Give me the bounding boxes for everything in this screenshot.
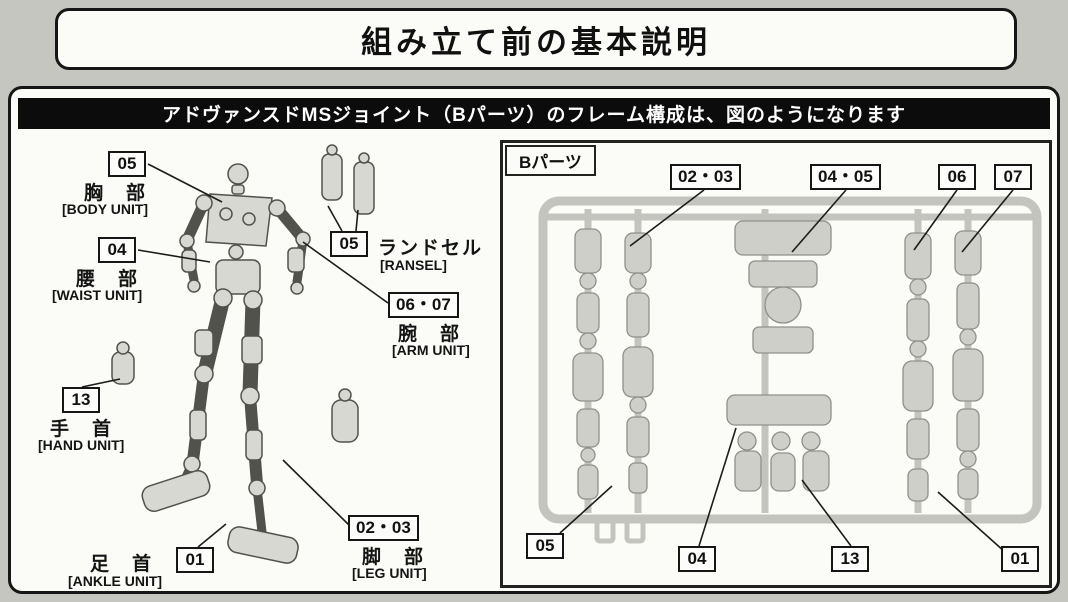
runner-callout-02-03: 02・03	[670, 164, 741, 190]
section-banner: アドヴァンスドMSジョイント（Bパーツ）のフレーム構成は、図のようになります	[18, 98, 1050, 129]
ransel-parts	[321, 144, 375, 215]
section-banner-text: アドヴァンスドMSジョイント（Bパーツ）のフレーム構成は、図のようになります	[162, 105, 906, 126]
callout-waist-num: 04	[98, 237, 136, 263]
label-waist-en: [WAIST UNIT]	[52, 287, 143, 303]
runner-callout-05: 05	[526, 533, 564, 559]
page-title: 組み立て前の基本説明	[361, 24, 711, 60]
callout-leg-num: 02・03	[348, 515, 419, 541]
runner-panel: Bパーツ	[500, 140, 1052, 588]
label-body-en: [BODY UNIT]	[62, 201, 149, 217]
label-ankle-jp: 足 首	[90, 554, 154, 575]
hand-part	[111, 341, 135, 385]
callout-hand-num: 13	[62, 387, 100, 413]
frame-figure-illustration	[111, 144, 375, 564]
label-leg-en: [LEG UNIT]	[352, 565, 427, 581]
label-ransel-jp: ランドセル	[378, 238, 484, 259]
runner-callout-06: 06	[938, 164, 976, 190]
figure-body	[141, 163, 311, 564]
callout-ransel-num: 05	[330, 231, 368, 257]
label-leg-jp: 脚 部	[362, 547, 426, 568]
label-arm-en: [ARM UNIT]	[392, 342, 470, 358]
runner-callout-13: 13	[831, 546, 869, 572]
label-waist-jp: 腰 部	[76, 269, 140, 290]
callout-body-num: 05	[108, 151, 146, 177]
label-hand-jp: 手 首	[50, 419, 114, 440]
label-body-jp: 胸 部	[84, 183, 148, 204]
runner-tab: Bパーツ	[505, 145, 596, 176]
runner-callout-04: 04	[678, 546, 716, 572]
label-ransel-en: [RANSEL]	[380, 257, 447, 273]
label-ankle-en: [ANKLE UNIT]	[68, 573, 163, 589]
runner-sprue-illustration	[538, 196, 1042, 544]
label-hand-en: [HAND UNIT]	[38, 437, 125, 453]
runner-callout-01: 01	[1001, 546, 1039, 572]
side-part	[331, 388, 359, 443]
runner-parts	[572, 220, 984, 502]
runner-callout-07: 07	[994, 164, 1032, 190]
callout-arm-num: 06・07	[388, 292, 459, 318]
page-title-box: 組み立て前の基本説明	[55, 8, 1017, 70]
label-arm-jp: 腕 部	[398, 324, 462, 345]
callout-ankle-num: 01	[176, 547, 214, 573]
runner-callout-04-05: 04・05	[810, 164, 881, 190]
